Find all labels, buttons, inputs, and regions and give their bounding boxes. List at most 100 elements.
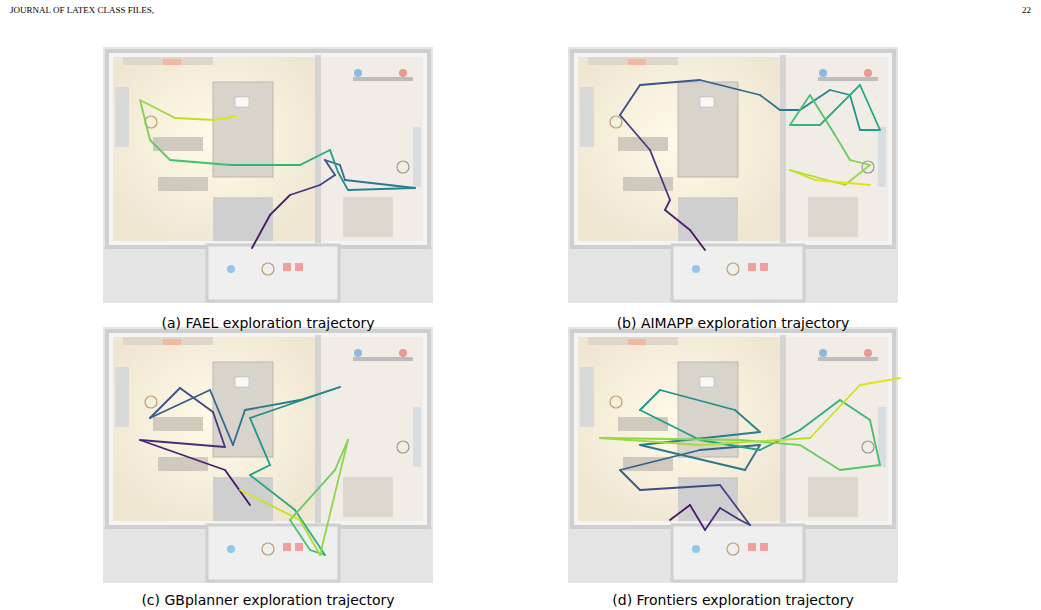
trajectory-segment	[830, 90, 850, 95]
partition-wall	[780, 335, 786, 523]
trajectory-segment	[850, 160, 870, 165]
lamp	[397, 161, 409, 173]
kitchen-hood	[163, 59, 181, 65]
running-header: JOURNAL OF LATEX CLASS FILES,	[10, 5, 154, 15]
trajectory-segment	[640, 80, 700, 85]
trajectory-segment	[250, 475, 295, 510]
trajectory-segment	[150, 140, 170, 160]
trajectory-segment	[300, 150, 330, 165]
lamp	[727, 543, 739, 555]
trajectory-segment	[760, 95, 780, 110]
trajectory-segment	[810, 385, 860, 438]
floor-plan	[568, 47, 898, 303]
trajectory-segment	[800, 400, 840, 430]
trajectory-segment	[800, 90, 830, 110]
ball	[354, 349, 362, 357]
ball	[399, 69, 407, 77]
house-outline	[107, 51, 429, 247]
trajectory-segment	[835, 135, 850, 160]
trajectory-segment	[670, 505, 690, 520]
dining-table	[618, 417, 668, 431]
dining-table	[153, 137, 203, 151]
trajectory-segment	[245, 400, 300, 410]
ball	[819, 69, 827, 77]
trajectory-segment	[665, 210, 690, 230]
trajectory-segment	[660, 390, 735, 410]
box	[283, 543, 291, 551]
trajectory-segment	[790, 124, 820, 126]
trajectory-segment	[250, 387, 340, 418]
kitchen-island	[213, 362, 273, 457]
trajectory-segment	[250, 465, 270, 475]
kitchen-hood	[163, 339, 181, 345]
window-bench	[878, 127, 886, 187]
lamp	[610, 396, 622, 408]
partition-wall	[315, 335, 321, 523]
sink	[235, 377, 249, 387]
ball	[399, 349, 407, 357]
trajectory-segment	[290, 185, 320, 195]
trajectory-segment	[213, 412, 225, 447]
trajectory-segment	[270, 195, 290, 215]
trajectory-segment	[215, 116, 237, 120]
house-outline	[572, 51, 894, 247]
trajectory-segment	[870, 420, 880, 465]
trajectory-segment	[320, 440, 348, 555]
trajectory-segment	[348, 188, 415, 190]
plan-ground	[103, 47, 433, 303]
trajectory-segment	[860, 85, 880, 130]
trajectory-segment	[700, 438, 810, 445]
balcony	[672, 245, 804, 301]
trajectory-segment	[150, 390, 210, 418]
trajectory-segment	[250, 418, 270, 465]
trajectory-segment	[230, 164, 300, 166]
bedroom-floor	[321, 337, 423, 521]
window-bench	[413, 407, 421, 467]
trajectory-segment	[150, 388, 180, 418]
trajectory-segment	[140, 440, 225, 447]
sink	[700, 97, 714, 107]
trajectory-segment	[620, 115, 650, 150]
box	[283, 263, 291, 271]
bed	[808, 197, 858, 237]
kitchen-hood	[628, 59, 646, 65]
subfigure-caption: (d) Frontiers exploration trajectory	[612, 592, 853, 608]
trajectory	[140, 100, 415, 248]
trajectory-segment	[640, 390, 660, 410]
trajectory-segment	[233, 410, 245, 445]
box	[748, 263, 756, 271]
trajectory-segment	[260, 500, 300, 520]
trajectory-segment	[790, 95, 810, 125]
trajectory-segment	[330, 150, 338, 172]
trajectory-segment	[840, 400, 870, 420]
subfigure-caption: (b) AIMAPP exploration trajectory	[617, 315, 850, 331]
trajectory-segment	[620, 450, 700, 470]
trajectory-segment	[735, 410, 760, 432]
ball	[864, 349, 872, 357]
trajectory-segment	[850, 95, 860, 130]
trajectory-segment	[252, 215, 270, 248]
trajectory-segment	[225, 470, 250, 505]
bed	[808, 477, 858, 517]
living-room-floor	[113, 337, 315, 521]
bed	[343, 477, 393, 517]
ball	[864, 69, 872, 77]
bedroom-floor	[321, 57, 423, 241]
counter	[588, 57, 678, 65]
shelf	[353, 357, 413, 361]
dining-table	[158, 177, 208, 191]
trajectory-segment	[320, 175, 335, 185]
trajectory-segment	[810, 95, 835, 135]
dining-table	[618, 137, 668, 151]
rug	[213, 477, 273, 521]
trajectory-segment	[720, 508, 740, 520]
balcony	[207, 245, 339, 301]
trajectory-segment	[620, 470, 640, 490]
ball	[819, 349, 827, 357]
box	[295, 263, 303, 271]
box	[748, 543, 756, 551]
kitchen-hood	[628, 339, 646, 345]
counter	[123, 57, 213, 65]
living-room-floor	[113, 57, 315, 241]
